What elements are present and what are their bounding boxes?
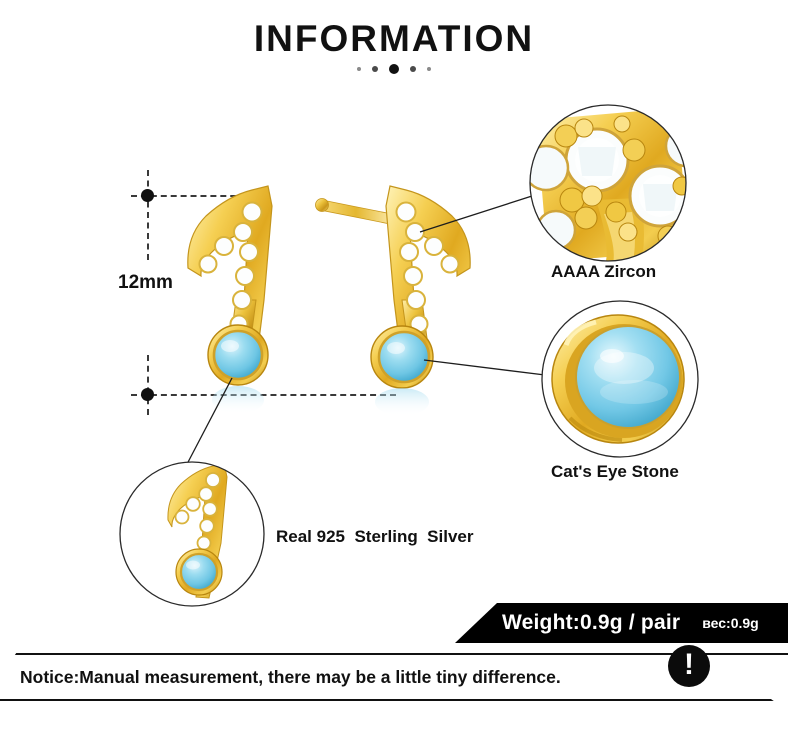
decor-dot-1 <box>357 67 361 71</box>
decor-dot-4 <box>410 66 416 72</box>
exclamation-glyph: ! <box>684 647 694 681</box>
leader-line-material <box>185 377 233 467</box>
decor-dot-2 <box>372 66 378 72</box>
pave-zircons-right <box>395 201 460 357</box>
earring-left <box>187 185 273 414</box>
measure-hline-bottom <box>131 394 396 396</box>
weight-value-ru: вес:0.9g <box>702 615 759 631</box>
measure-vline-top <box>147 170 149 260</box>
callout-label-zircon: AAAA Zircon <box>551 262 657 281</box>
leader-line-zircon <box>419 195 533 233</box>
page-title: INFORMATION <box>253 18 535 59</box>
measure-dot-bottom <box>141 388 154 401</box>
callout-label-material: Real 925 Sterling Silver <box>276 527 474 546</box>
weight-banner: Weight:0.9g / pair вес:0.9g <box>455 603 788 643</box>
magnifier-material <box>119 461 265 607</box>
measure-vline-bottom <box>147 355 149 415</box>
ear-post <box>319 199 393 225</box>
leader-line-stone <box>423 359 546 376</box>
magnifier-zircon <box>529 104 687 262</box>
decor-dot-3 <box>389 64 399 74</box>
callout-label-stone: Cat's Eye Stone <box>551 462 679 481</box>
magnifier-stone <box>541 300 699 458</box>
measure-dot-top <box>141 189 154 202</box>
notice-bar: Notice:Manual measurement, there may be … <box>0 653 788 701</box>
warning-icon: ! <box>668 645 710 687</box>
weight-value-en: Weight:0.9g / pair <box>502 611 681 634</box>
measurement-label: 12mm <box>118 272 173 293</box>
earring-right <box>315 185 471 416</box>
pave-zircons-left <box>198 201 263 357</box>
decor-dot-5 <box>427 67 431 71</box>
notice-text: Notice:Manual measurement, there may be … <box>20 666 561 687</box>
title-dot-decoration <box>0 64 788 74</box>
